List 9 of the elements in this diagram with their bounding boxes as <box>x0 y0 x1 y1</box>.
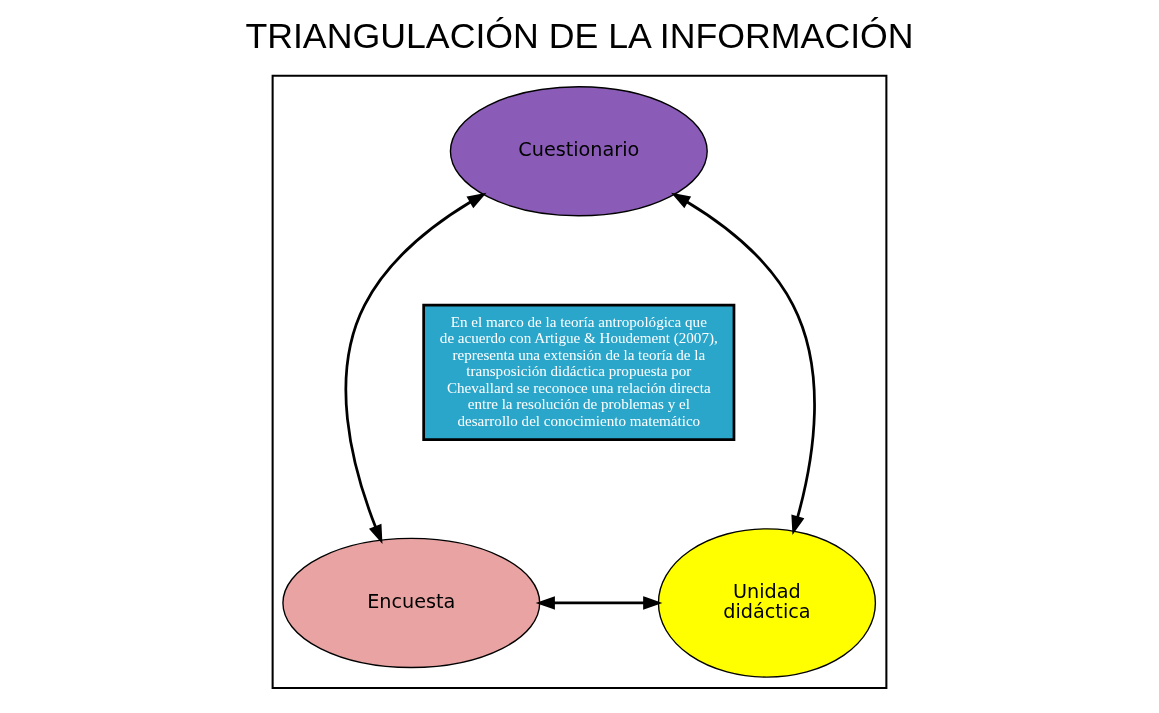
arrow <box>535 596 663 610</box>
node-ellipse: Encuesta <box>282 537 541 669</box>
node-ellipse: Unidad didáctica <box>657 528 877 678</box>
cluster <box>271 74 888 690</box>
node-ellipse: Cuestionario <box>449 86 708 217</box>
arrow <box>344 192 487 545</box>
diagram-title: TRIANGULACIÓN DE LA INFORMACIÓN <box>245 15 914 56</box>
arrow <box>671 192 816 535</box>
node-box: En el marco de la teoría antropológica que de acuerdo con Artigue & Houdement (2007), representa una extensión de la teoría de la transposición didáctica propuesta por Chevallard se reconoce una relación directa entre la resolución de problemas y el desarrollo del conocimiento matemático <box>422 303 736 441</box>
